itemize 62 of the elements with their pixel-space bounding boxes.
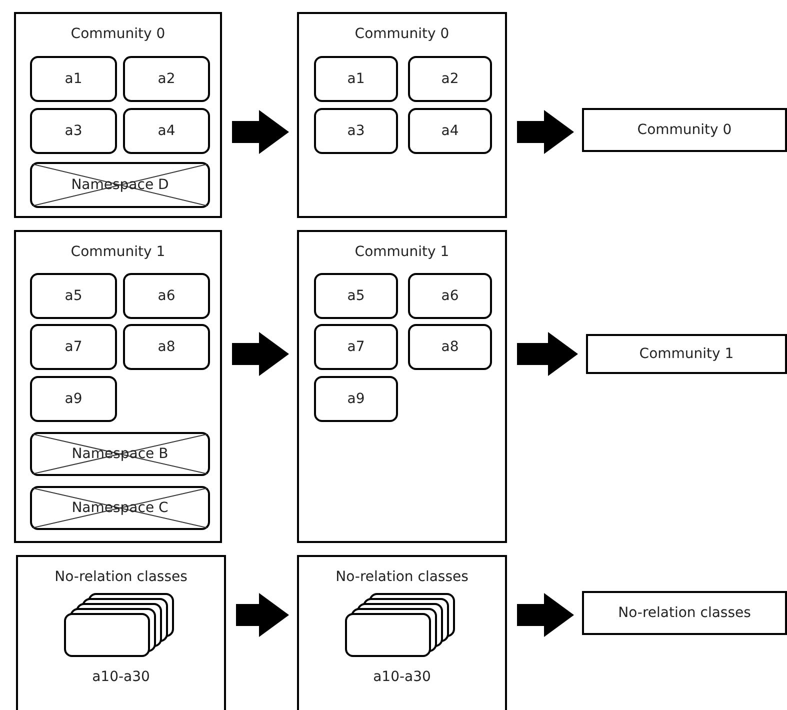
result-box — [586, 334, 787, 374]
box-label: a6 — [158, 288, 176, 304]
box-label: a5 — [347, 288, 365, 304]
class-box — [30, 273, 117, 319]
block-arrow — [517, 593, 574, 637]
class-box — [30, 376, 117, 422]
range-label: a10-a30 — [372, 669, 432, 685]
class-box — [30, 108, 117, 154]
box-label: a8 — [441, 339, 459, 355]
box-label: a6 — [441, 288, 459, 304]
range-label: a10-a30 — [91, 669, 151, 685]
box-label: a8 — [158, 339, 176, 355]
block-arrow — [517, 332, 578, 376]
class-box — [30, 56, 117, 102]
box-label: a3 — [64, 123, 82, 139]
block-arrow — [236, 593, 289, 637]
community-panel — [297, 230, 507, 543]
class-box — [314, 273, 398, 319]
class-box — [314, 324, 398, 370]
class-box — [123, 324, 210, 370]
box-label: a9 — [64, 391, 82, 407]
box-label: No-relation classes — [618, 605, 751, 621]
class-box — [123, 273, 210, 319]
box-label: a7 — [64, 339, 82, 355]
panel-title: Community 0 — [354, 26, 450, 42]
class-box — [314, 56, 398, 102]
community-panel — [297, 12, 507, 218]
class-box — [30, 324, 117, 370]
box-label: Community 1 — [639, 346, 734, 362]
panel-title: No-relation classes — [334, 569, 470, 585]
class-box — [123, 56, 210, 102]
class-box — [123, 108, 210, 154]
community-panel — [14, 230, 222, 543]
class-box — [408, 56, 492, 102]
panel-title: No-relation classes — [54, 569, 188, 585]
box-label: a5 — [64, 288, 82, 304]
panel-title: Community 1 — [70, 244, 166, 260]
class-box — [408, 324, 492, 370]
box-label: a1 — [347, 71, 365, 87]
class-box — [314, 108, 398, 154]
box-label: a3 — [347, 123, 365, 139]
result-box — [582, 591, 787, 635]
classes-panel — [16, 555, 226, 710]
box-label: Community 0 — [637, 122, 732, 138]
box-label: a7 — [347, 339, 365, 355]
panel-title: Community 1 — [354, 244, 450, 260]
box-label: a2 — [441, 71, 459, 87]
classes-panel — [297, 555, 507, 710]
panel-title: Community 0 — [70, 26, 166, 42]
result-box — [582, 108, 787, 152]
box-label: a9 — [347, 391, 365, 407]
block-arrow — [517, 110, 574, 154]
block-arrow — [232, 110, 289, 154]
class-box — [314, 376, 398, 422]
block-arrow — [232, 332, 289, 376]
box-label: a2 — [158, 71, 176, 87]
box-label: a4 — [158, 123, 176, 139]
class-box — [408, 273, 492, 319]
community-panel — [14, 12, 222, 218]
box-label: a1 — [64, 71, 82, 87]
box-label: a4 — [441, 123, 459, 139]
class-box — [408, 108, 492, 154]
